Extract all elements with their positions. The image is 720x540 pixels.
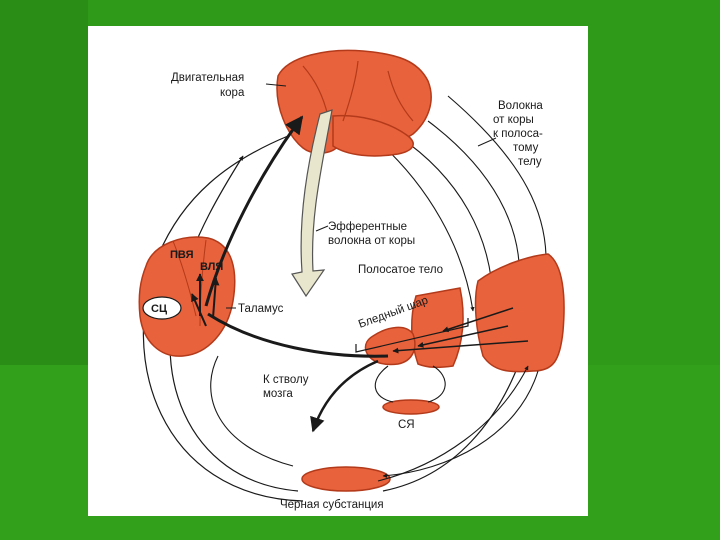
label-vla: ВЛЯ (200, 261, 223, 273)
leader-efferent (316, 226, 328, 231)
label-substantia-nigra: Черная субстанция (280, 499, 384, 511)
label-pva: ПВЯ (170, 249, 194, 261)
brainstem-arrow (313, 361, 378, 431)
label-cortex-fibers-3: к полоса- (493, 128, 543, 140)
label-brainstem-1: К стволу (263, 374, 309, 386)
label-cortex-fibers-4: тому (513, 142, 539, 154)
sya-loop (375, 366, 445, 402)
label-efferent-1: Эфферентные (328, 221, 407, 233)
label-cortex-fibers-2: от коры (493, 114, 534, 126)
label-brainstem-2: мозга (263, 388, 293, 400)
loop-arc-inner (211, 356, 293, 466)
striatum-shape (476, 254, 565, 372)
label-motor-cortex-2: кора (220, 87, 245, 99)
label-cortex-fibers-5: телу (518, 156, 542, 168)
globus-pallidus-inner (365, 327, 414, 364)
label-sc: СЦ (151, 303, 167, 315)
basal-ganglia-diagram: Двигательная кора Волокна от коры к поло… (88, 26, 588, 516)
label-sya: СЯ (398, 419, 415, 431)
diagram-panel: Двигательная кора Волокна от коры к поло… (88, 26, 588, 516)
motor-cortex-shape (277, 50, 431, 156)
label-motor-cortex-1: Двигательная (171, 72, 244, 84)
label-thalamus: Таламус (238, 303, 284, 315)
label-efferent-2: волокна от коры (328, 235, 415, 247)
label-striatum: Полосатое тело (358, 264, 443, 276)
substantia-nigra-shape (302, 467, 390, 491)
label-cortex-fibers-1: Волокна (498, 100, 543, 112)
